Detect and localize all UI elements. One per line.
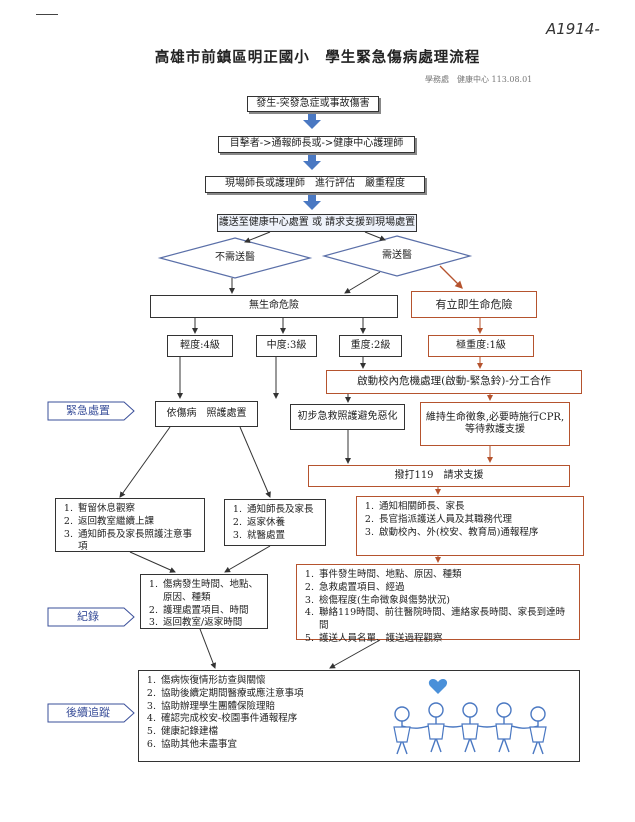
call-119-box: 撥打119 請求支援 (308, 465, 570, 487)
corner-dash (36, 14, 58, 15)
cpr-box: 維持生命徵象,必要時施行CPR, 等待救護支援 (420, 402, 570, 446)
page-subtitle: 學務處 健康中心 113.08.01 (425, 75, 533, 84)
level-severe: 重度:2級 (339, 335, 402, 357)
life-danger-box: 有立即生命危險 (411, 291, 537, 318)
diamond-no-hospital-label: 不需送醫 (215, 251, 255, 263)
list-item: 傷病恢復情形訪查與關懷 (159, 675, 409, 688)
step-assess: 現場師長或護理師 進行評估 嚴重程度 (205, 176, 425, 193)
list-item: 協助辦理學生團體保險理賠 (159, 701, 409, 714)
moderate-action-list: 通知師長及家長 返家休養 就醫處置 (224, 499, 326, 546)
step-notify: 目擊者->通報師長或->健康中心護理師 (218, 136, 415, 153)
list-item: 啟動校內、外(校安、教育局)通報程序 (377, 527, 577, 540)
record-left-list: 傷病發生時間、地點、原因、種類 護理處置項目、時間 返回教室/返家時間 (140, 574, 268, 629)
list-item: 返回教室繼續上課 (76, 516, 198, 529)
step-occurrence: 發生-突發急症或事故傷害 (247, 96, 379, 112)
level-critical: 極重度:1級 (428, 335, 534, 357)
list-item: 護理處置項目、時間 (161, 605, 261, 618)
side-label-pointers (47, 401, 135, 723)
list-item: 健康記錄建檔 (159, 726, 409, 739)
list-item: 通知師長及家長 (245, 504, 319, 517)
list-item: 就醫處置 (245, 530, 319, 543)
list-item: 護送人員名單、護送過程觀察 (317, 633, 573, 646)
label-emergency-handling: 緊急處置 (66, 404, 110, 418)
list-item: 通知師長及家長照護注意事項 (76, 529, 198, 555)
list-item: 檢傷程度(生命徵象與傷勢狀況) (317, 595, 573, 608)
severe-action-list: 通知相關師長、家長 長官指派護送人員及其職務代理 啟動校內、外(校安、教育局)通… (356, 496, 584, 556)
level-moderate: 中度:3級 (256, 335, 317, 357)
care-box: 依傷病 照護處置 (155, 401, 258, 427)
list-item: 協助其他未盡事宜 (159, 739, 409, 752)
list-item: 通知相關師長、家長 (377, 501, 577, 514)
level-mild: 輕度:4級 (167, 335, 233, 357)
list-item: 長官指派護送人員及其職務代理 (377, 514, 577, 527)
list-item: 暫留休息觀察 (76, 503, 198, 516)
list-item: 急救處置項目、經過 (317, 582, 573, 595)
activate-crisis-box: 啟動校內危機處理(啟動-緊急鈴)-分工合作 (326, 370, 582, 394)
list-item: 返回教室/返家時間 (161, 617, 261, 630)
list-item: 聯絡119時間、前往醫院時間、連絡家長時間、家長到達時間 (317, 607, 573, 633)
label-follow-up: 後續追蹤 (66, 706, 110, 720)
diamond-hospital-label: 需送醫 (382, 249, 412, 261)
record-right-list: 事件發生時間、地點、原因、種類 急救處置項目、經過 檢傷程度(生命徵象與傷勢狀況… (296, 564, 580, 644)
no-life-danger-box: 無生命危險 (150, 295, 398, 318)
label-record: 紀錄 (77, 610, 99, 624)
list-item: 返家休養 (245, 517, 319, 530)
list-item: 傷病發生時間、地點、原因、種類 (161, 579, 261, 605)
list-item: 事件發生時間、地點、原因、種類 (317, 569, 573, 582)
list-item: 確認完成校安-校園事件通報程序 (159, 713, 409, 726)
first-aid-box: 初步急救照護避免惡化 (290, 404, 405, 430)
corner-mark: A1914- (546, 20, 600, 38)
list-item: 協助後續定期間醫療或應注意事項 (159, 688, 409, 701)
page-title: 高雄市前鎮區明正國小 學生緊急傷病處理流程 (154, 49, 481, 66)
step-escort: 護送至健康中心處置 或 請求支援到現場處置 (217, 214, 417, 232)
follow-up-list: 傷病恢復情形訪查與關懷 協助後續定期間醫療或應注意事項 協助辦理學生團體保險理賠… (138, 670, 580, 762)
mild-action-list: 暫留休息觀察 返回教室繼續上課 通知師長及家長照護注意事項 (55, 498, 205, 552)
blue-down-arrows (303, 112, 321, 210)
